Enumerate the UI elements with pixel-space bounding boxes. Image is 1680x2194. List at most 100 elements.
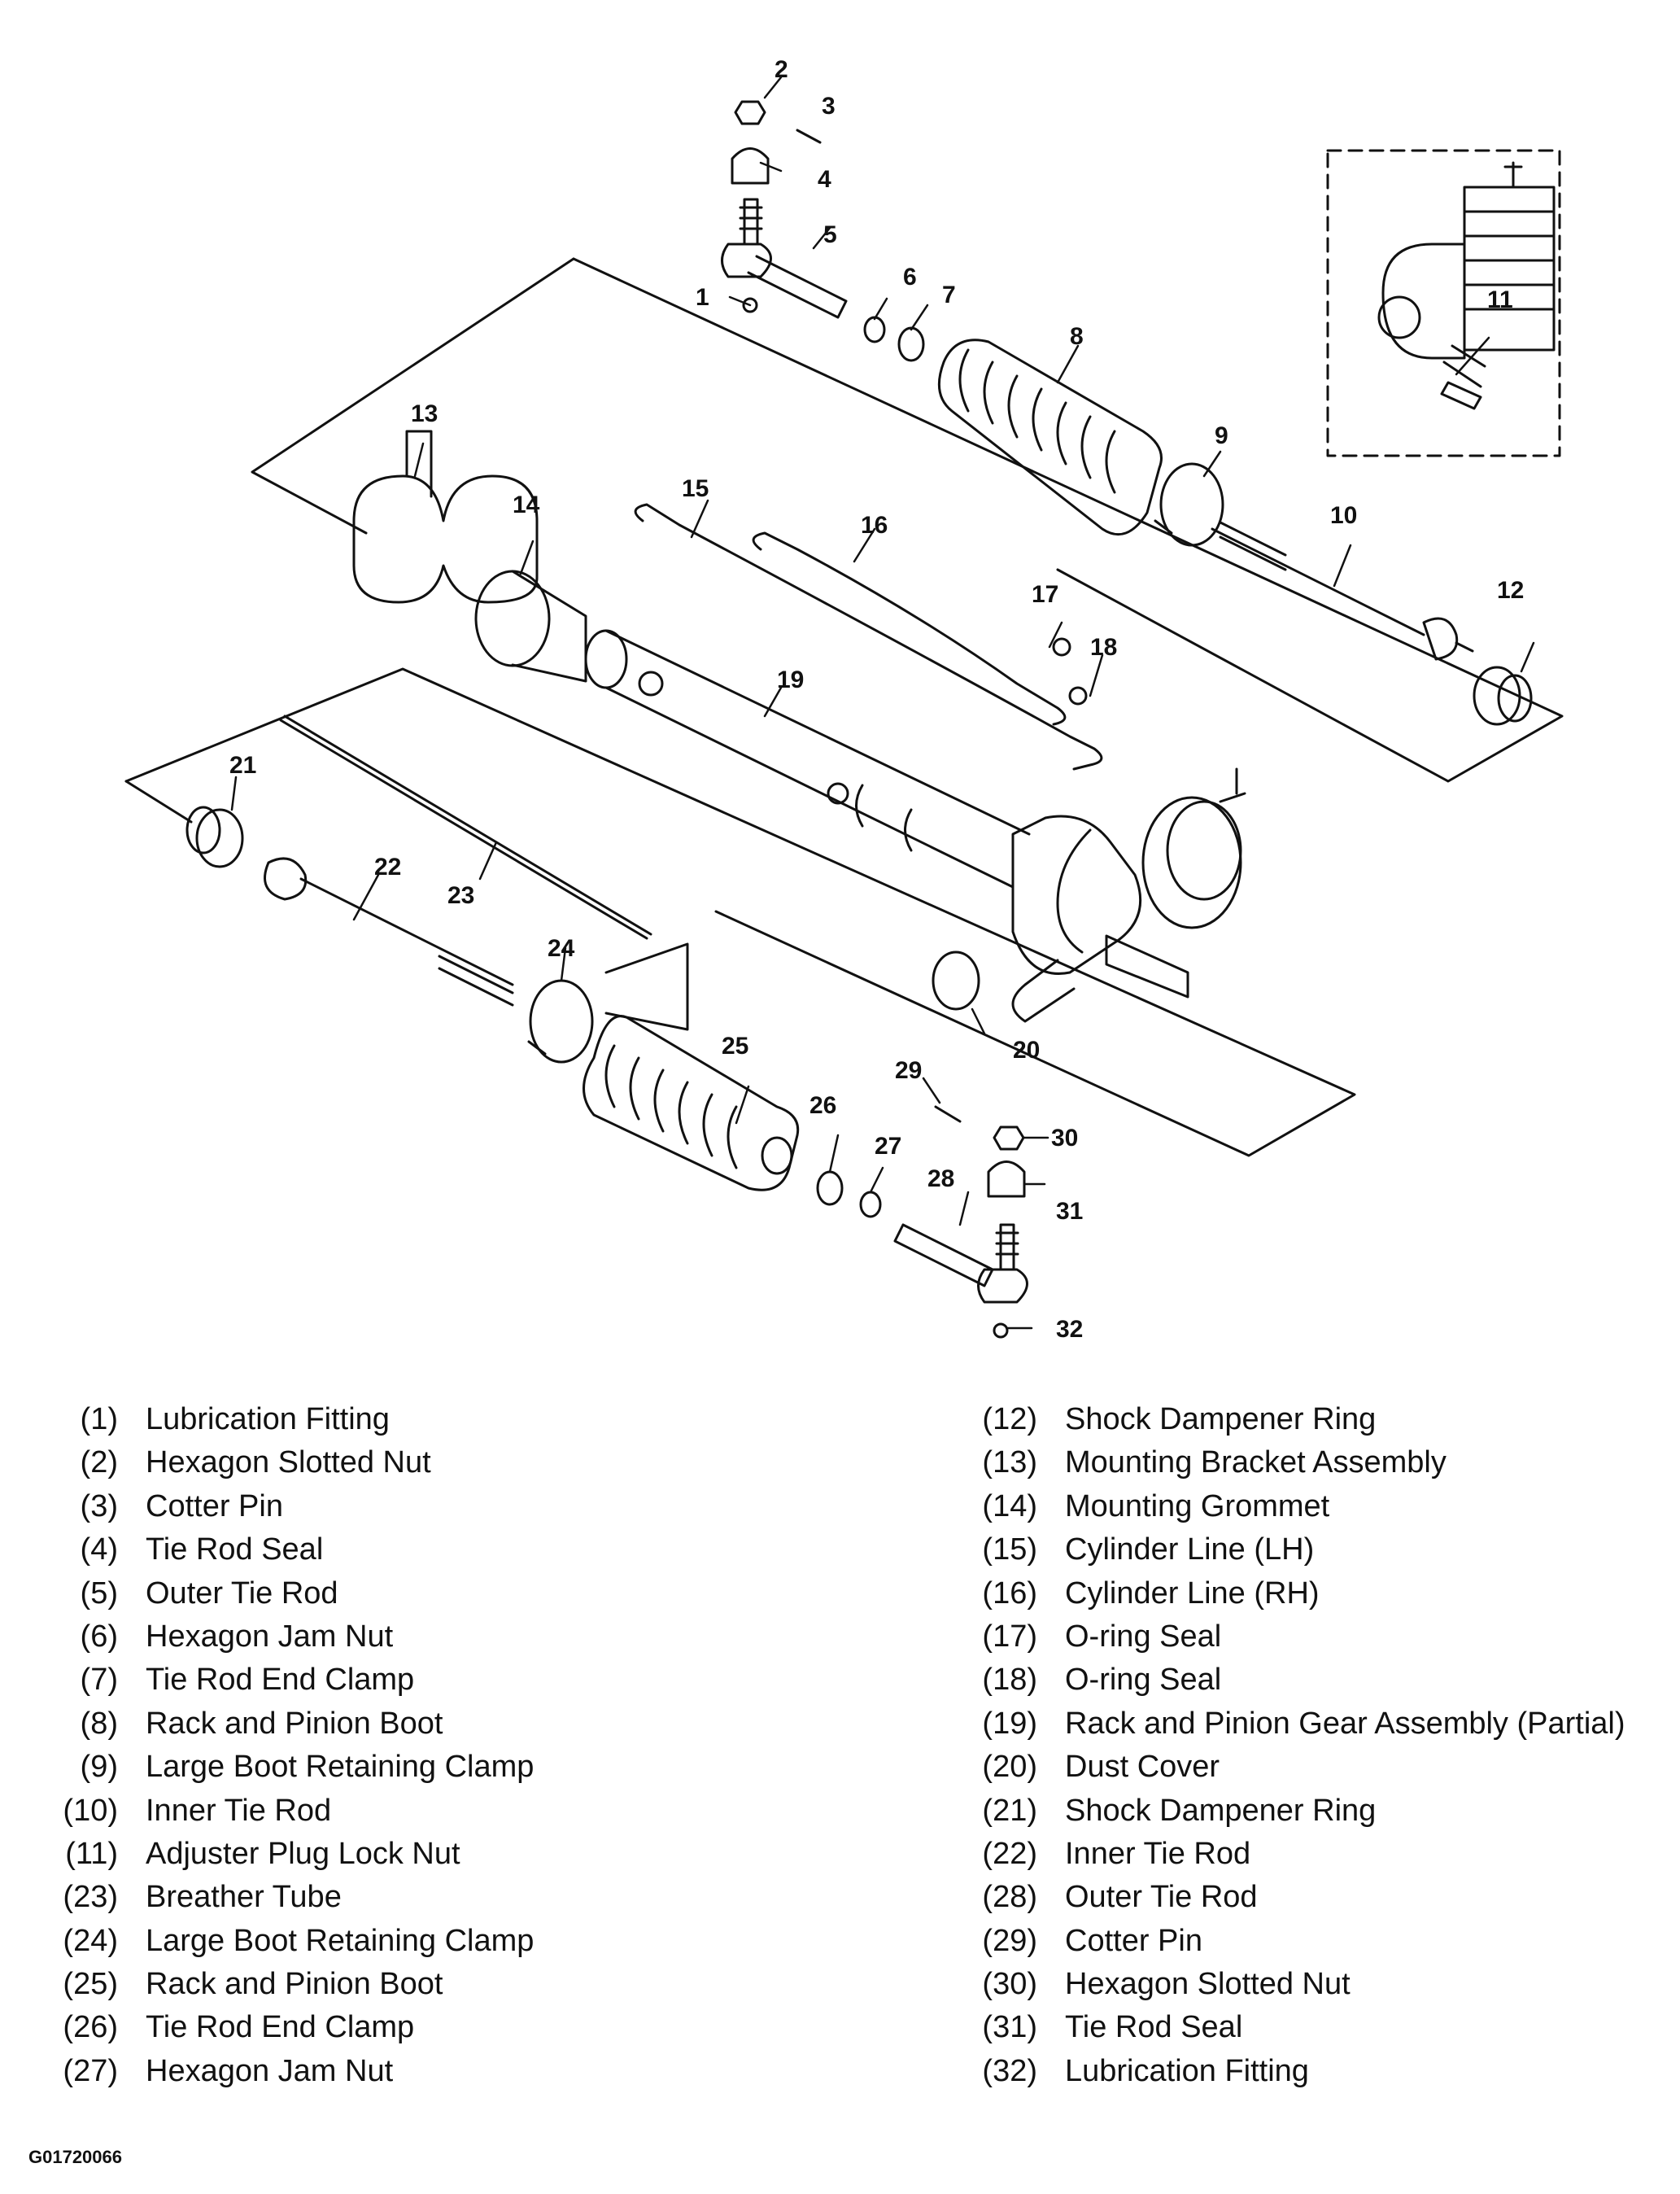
legend-item-name: Large Boot Retaining Clamp: [146, 1923, 535, 1958]
legend-item-name: Large Boot Retaining Clamp: [146, 1750, 535, 1785]
legend-item-name: O-ring Seal: [1065, 1619, 1222, 1654]
callout-18: 18: [1090, 634, 1117, 661]
legend-item: (22) Inner Tie Rod: [948, 1833, 1680, 1876]
legend-item: (30)Hexagon Slotted Nut: [948, 1963, 1680, 2006]
legend-item-number: (14): [982, 1488, 1037, 1523]
legend-item-number: (7): [80, 1663, 118, 1698]
legend-item-name: Inner Tie Rod: [1065, 1836, 1251, 1871]
legend-item: (6)Hexagon Jam Nut: [28, 1615, 842, 1659]
legend-item-number: (13): [982, 1445, 1037, 1480]
legend-item-name: Tie Rod End Clamp: [146, 2010, 415, 2045]
legend-item: (23) Breather Tube: [28, 1876, 842, 1919]
legend-item-name: Rack and Pinion Gear Assembly (Partial): [1065, 1706, 1625, 1741]
legend-item: (19) Rack and Pinion Gear Assembly (Parti…: [948, 1702, 1680, 1746]
lower-outer-tie-rod-group: [816, 1105, 1028, 1339]
legend-item-number: (3): [80, 1488, 118, 1523]
assembly-outlines: [124, 257, 1564, 1157]
lower-inner-tie-rod-group: [185, 715, 689, 1031]
callout-6: 6: [903, 264, 917, 291]
legend-item: (10)Inner Tie Rod: [28, 1790, 842, 1833]
legend-item: (32)Lubrication Fitting: [948, 2050, 1680, 2093]
callout-30: 30: [1051, 1125, 1078, 1152]
legend-item-name: Mounting Grommet: [1065, 1488, 1330, 1523]
legend-item-name: Rack and Pinion Boot: [146, 1967, 443, 2002]
legend-item-name: Outer Tie Rod: [146, 1576, 338, 1611]
callout-28: 28: [927, 1165, 954, 1192]
legend-item-name: Hexagon Slotted Nut: [146, 1445, 431, 1480]
exploded-view-diagram: 1 2 3 4 5 6 7 8 9 10 11 12 13 14 15 16 1…: [124, 56, 1564, 1343]
legend-item-number: (24): [63, 1923, 118, 1958]
upper-inner-tie-rod-group: [1211, 521, 1533, 726]
callout-20: 20: [1013, 1037, 1040, 1064]
callout-19: 19: [777, 667, 804, 693]
legend-item-number: (31): [982, 2010, 1037, 2045]
upper-boot-group: [937, 339, 1224, 547]
callout-14: 14: [513, 492, 540, 518]
legend-item-name: Hexagon Jam Nut: [146, 1619, 394, 1654]
legend-item: (20)Dust Cover: [948, 1746, 1680, 1789]
legend-item: (29) Cotter Pin: [948, 1920, 1680, 1963]
legend-item: (5) Outer Tie Rod: [28, 1572, 842, 1615]
legend-item-number: (29): [982, 1923, 1037, 1958]
callout-7: 7: [942, 282, 956, 308]
callout-10: 10: [1330, 502, 1357, 529]
legend-item-name: Rack and Pinion Boot: [146, 1706, 443, 1741]
legend-item-number: (23): [63, 1880, 118, 1915]
legend-item-name: Outer Tie Rod: [1065, 1880, 1258, 1915]
legend-item-name: Mounting Bracket Assembly: [1065, 1445, 1447, 1480]
callout-15: 15: [682, 475, 709, 502]
callout-25: 25: [722, 1033, 748, 1060]
legend-item-name: Dust Cover: [1065, 1750, 1220, 1785]
legend-item-name: Shock Dampener Ring: [1065, 1793, 1377, 1828]
legend-item-name: Hexagon Slotted Nut: [1065, 1967, 1351, 2002]
legend-item-name: Shock Dampener Ring: [1065, 1402, 1377, 1436]
legend-item-name: Hexagon Jam Nut: [146, 2053, 394, 2088]
legend-item-name: Tie Rod Seal: [146, 1532, 324, 1567]
legend-item-number: (1): [80, 1402, 118, 1436]
callout-12: 12: [1497, 577, 1524, 604]
legend-item-number: (12): [982, 1402, 1037, 1436]
callout-2: 2: [775, 56, 788, 83]
legend-item: (2) Hexagon Slotted Nut: [28, 1441, 842, 1484]
legend-item-name: Tie Rod Seal: [1065, 2010, 1243, 2045]
parts-legend-right: (12) Shock Dampener Ring (13) Mounting Bra…: [948, 1398, 1680, 2093]
legend-item-name: Inner Tie Rod: [146, 1793, 332, 1828]
legend-item: (28) Outer Tie Rod: [948, 1876, 1680, 1919]
callout-4: 4: [818, 166, 831, 193]
callout-16: 16: [861, 512, 888, 539]
legend-item-number: (22): [982, 1836, 1037, 1871]
legend-item-number: (11): [65, 1836, 118, 1871]
callout-8: 8: [1070, 323, 1084, 350]
legend-item-number: (5): [80, 1576, 118, 1611]
lower-boot-group: [527, 979, 800, 1191]
legend-item-number: (16): [982, 1576, 1037, 1611]
legend-item-name: Tie Rod End Clamp: [146, 1663, 415, 1698]
legend-item: (18)O-ring Seal: [948, 1659, 1680, 1702]
legend-item: (14) Mounting Grommet: [948, 1485, 1680, 1528]
legend-item: (25)Rack and Pinion Boot: [28, 1963, 842, 2006]
callout-26: 26: [809, 1092, 836, 1119]
callout-1: 1: [696, 284, 709, 311]
legend-item: (13) Mounting Bracket Assembly: [948, 1441, 1680, 1484]
parts-legend-left: (1)Lubrication Fitting (2) Hexagon Slotte…: [28, 1398, 842, 2093]
legend-item-number: (9): [80, 1750, 118, 1785]
legend-item-number: (18): [982, 1663, 1037, 1698]
legend-item: (12) Shock Dampener Ring: [948, 1398, 1680, 1441]
legend-item-name: Adjuster Plug Lock Nut: [146, 1836, 460, 1871]
legend-item: (24) Large Boot Retaining Clamp: [28, 1920, 842, 1963]
legend-item: (11) Adjuster Plug Lock Nut: [28, 1833, 842, 1876]
legend-item-name: Cylinder Line (RH): [1065, 1576, 1320, 1611]
legend-item: (9) Large Boot Retaining Clamp: [28, 1746, 842, 1789]
legend-item-name: Cotter Pin: [1065, 1923, 1202, 1958]
legend-item: (1)Lubrication Fitting: [28, 1398, 842, 1441]
legend-item: (3) Cotter Pin: [28, 1485, 842, 1528]
legend-item-name: Cotter Pin: [146, 1488, 283, 1523]
legend-item-number: (28): [982, 1880, 1037, 1915]
legend-item-name: Lubrication Fitting: [1065, 2053, 1309, 2088]
legend-item-number: (2): [80, 1445, 118, 1480]
legend-item-name: Breather Tube: [146, 1880, 342, 1915]
legend-item-number: (19): [982, 1706, 1037, 1741]
leader-lines: [230, 76, 1535, 1330]
callout-24: 24: [548, 935, 575, 962]
legend-item: (15)Cylinder Line (LH): [948, 1528, 1680, 1571]
